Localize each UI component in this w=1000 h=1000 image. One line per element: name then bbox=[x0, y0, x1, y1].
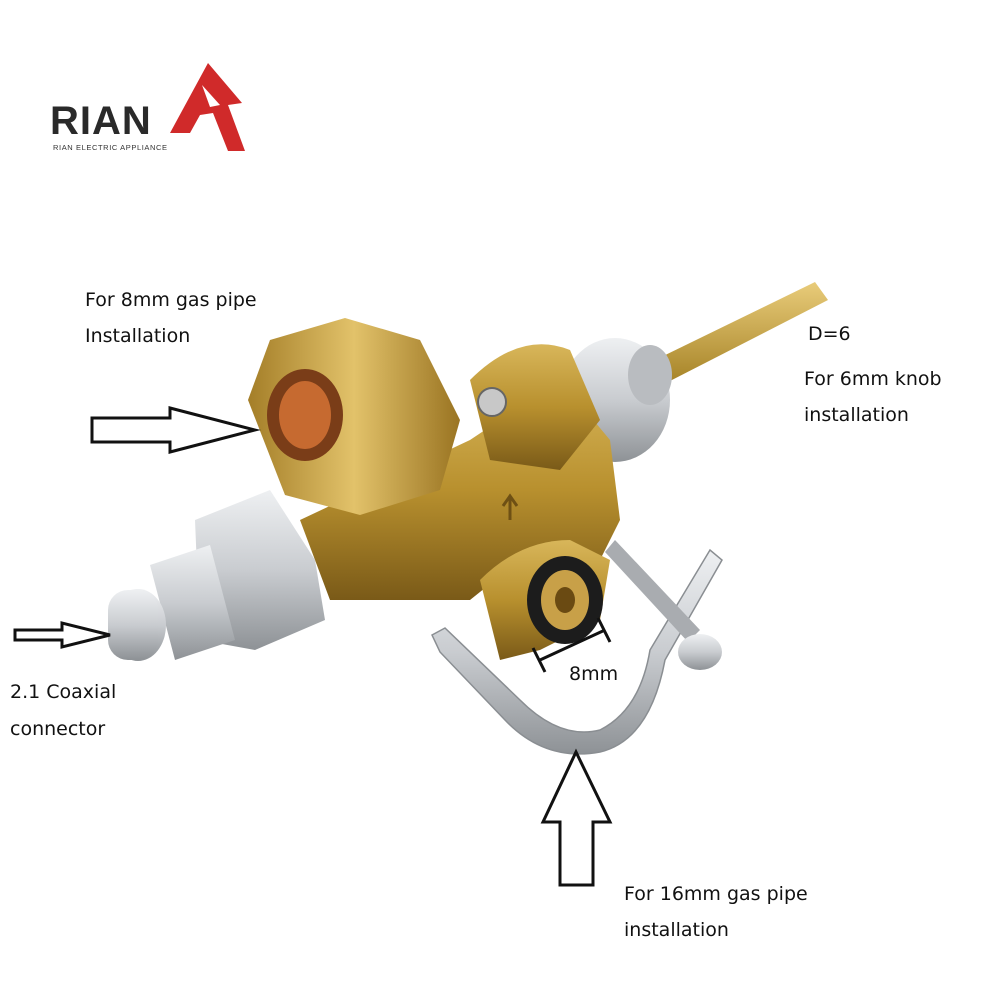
label-knob-diameter: D=6 bbox=[808, 323, 851, 345]
label-16mm-pipe-line1: For 16mm gas pipe bbox=[624, 883, 808, 905]
arrow-up-icon bbox=[540, 748, 613, 887]
coaxial-connector bbox=[108, 490, 325, 661]
label-8mm-pipe-line1: For 8mm gas pipe bbox=[85, 289, 257, 311]
dimension-marker bbox=[531, 617, 612, 673]
mounting-clip bbox=[431, 548, 723, 755]
logo-r-mark-icon bbox=[170, 63, 245, 151]
label-coaxial-line1: 2.1 Coaxial bbox=[10, 681, 117, 703]
label-coaxial-line2: connector bbox=[10, 718, 106, 740]
label-knob-line2: installation bbox=[804, 404, 909, 426]
label-8mm-pipe-line2: Installation bbox=[85, 325, 191, 347]
knob-spindle bbox=[655, 282, 828, 382]
label-dimension-8mm: 8mm bbox=[569, 663, 619, 685]
label-16mm-pipe-line2: installation bbox=[624, 919, 729, 941]
mounting-screw bbox=[605, 540, 722, 670]
arrow-right-icon bbox=[90, 406, 261, 454]
brand-logo: RIAN RIAN ELECTRIC APPLIANCE bbox=[50, 55, 250, 155]
inlet-hex-nut bbox=[248, 318, 460, 515]
outlet-nozzle bbox=[480, 540, 610, 660]
logo-tagline: RIAN ELECTRIC APPLIANCE bbox=[53, 143, 168, 152]
logo-wordmark: RIAN bbox=[50, 99, 152, 143]
label-knob-line1: For 6mm knob bbox=[804, 368, 942, 390]
arrow-right-icon bbox=[13, 621, 111, 649]
